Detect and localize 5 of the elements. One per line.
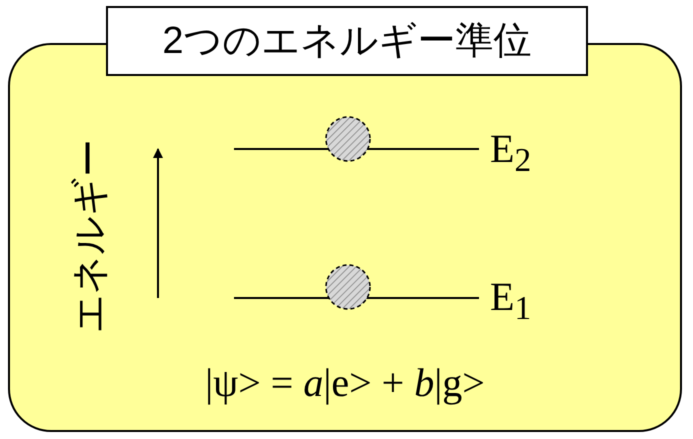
level-label: E$_{1}$: [490, 274, 532, 329]
level-label: E$_{2}$: [490, 126, 532, 181]
axis-label: エネルギー: [68, 138, 112, 335]
title: 2つのエネルギー準位: [106, 6, 588, 76]
formula: |ψ> = a|e> + b|g>: [204, 360, 486, 406]
